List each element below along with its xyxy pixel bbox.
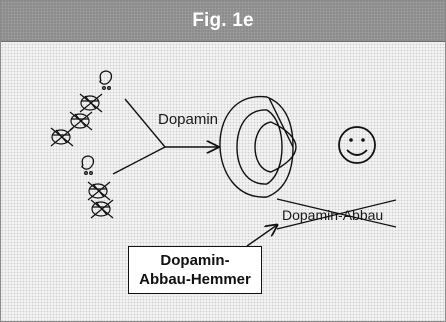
inhibitor-label-line1: Dopamin- <box>160 251 229 270</box>
dopamine-molecule <box>82 156 94 174</box>
degraded-molecule <box>80 94 102 112</box>
degraded-molecule <box>51 128 73 146</box>
inhibitor-label-line2: Abbau-Hemmer <box>139 270 251 289</box>
smiley-face-icon <box>339 127 375 163</box>
inhibitor-arrow <box>247 225 277 246</box>
receptor-icon <box>220 97 296 197</box>
degraded-molecule <box>88 182 110 200</box>
degraded-molecule <box>70 112 92 130</box>
inhibitor-box: Dopamin- Abbau-Hemmer <box>128 246 262 294</box>
degraded-molecule <box>91 200 113 218</box>
dopamine-molecule <box>100 71 112 89</box>
pathway-line-lower <box>113 147 165 174</box>
dopamine-label: Dopamin <box>158 111 218 128</box>
